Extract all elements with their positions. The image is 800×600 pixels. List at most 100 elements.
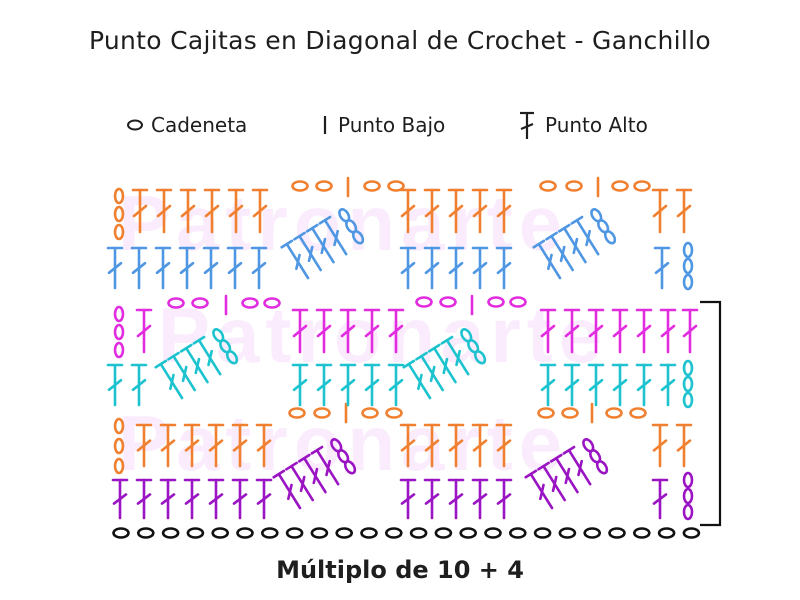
stitch-yarn-over (636, 324, 652, 338)
stitch-yarn-over (184, 439, 200, 452)
double-crochet-stitch (659, 308, 677, 354)
double-crochet-stitch (183, 423, 201, 468)
double-crochet-stitch (447, 246, 465, 290)
double-crochet-stitch (159, 423, 177, 468)
double-crochet-stitch (255, 423, 273, 468)
chain-stitch (409, 527, 428, 539)
chain-stitch (113, 187, 125, 205)
stitch-yarn-over (496, 261, 512, 275)
chain-stitch (241, 297, 259, 309)
chain-stitch (113, 457, 125, 475)
double-crochet-stitch (387, 308, 405, 354)
double-crochet-stitch (135, 478, 153, 520)
stitch-yarn-over (295, 253, 301, 271)
chain-stitch (285, 527, 304, 539)
chain-stitch (608, 527, 626, 539)
chain-stitch (310, 527, 329, 539)
stitch-yarn-over (207, 349, 213, 367)
stitch-yarn-over (564, 324, 580, 338)
stitch-yarn-over (448, 439, 464, 452)
stitch-yarn-over (316, 324, 332, 338)
double-crochet-stitch (291, 308, 309, 354)
stitch-yarn-over (292, 324, 308, 338)
chain-stitch (632, 527, 651, 539)
double-crochet-stitch (231, 478, 249, 520)
stitch-yarn-over (340, 378, 356, 392)
double-crochet-stitch (587, 363, 605, 407)
page-title: Punto Cajitas en Diagonal de Crochet - G… (88, 26, 712, 55)
stitch-yarn-over (400, 204, 416, 218)
chain-stitch (415, 296, 433, 308)
double-crochet-stitch (681, 308, 699, 354)
double-crochet-stitch (255, 478, 273, 520)
stitch-yarn-over (612, 324, 628, 338)
stitch-yarn-over (340, 324, 356, 338)
stitch-yarn-over (194, 357, 201, 375)
stitch-yarn-over (320, 237, 327, 255)
chain-stitch (260, 527, 279, 539)
diagonal-box (402, 328, 487, 400)
chain-stitch (657, 527, 676, 539)
chain-stitch (561, 407, 579, 419)
stitch-yarn-over (496, 439, 512, 452)
double-crochet-stitch (106, 246, 124, 290)
stitch-yarn-over (316, 378, 332, 392)
stitch-yarn-over (203, 261, 219, 275)
stitch-yarn-over (232, 439, 248, 452)
double-crochet-stitch (587, 308, 605, 354)
stitch-yarn-over (448, 493, 464, 505)
chain-stitch (682, 359, 694, 377)
double-crochet-stitch (495, 188, 513, 234)
stitch-yarn-over (299, 475, 306, 493)
stitch-yarn-over (424, 261, 440, 275)
stitch-yarn-over (472, 204, 488, 218)
stitch-yarn-over (496, 493, 512, 505)
stitch-yarn-over (400, 261, 416, 275)
double-crochet-stitch (423, 188, 441, 234)
chain-stitch (186, 527, 205, 539)
stitch-yarn-over (577, 459, 583, 477)
stitch-yarn-over (585, 229, 591, 247)
stitch-yarn-over (612, 378, 628, 392)
double-crochet-stitch (363, 363, 381, 407)
chain-stitch (137, 527, 155, 539)
stitch-yarn-over (388, 324, 404, 338)
diagonal-box (532, 208, 617, 280)
double-crochet-stitch (203, 188, 221, 234)
chain-stitch (565, 180, 583, 192)
stitch-yarn-over (156, 204, 172, 218)
chain-stitch (682, 241, 694, 259)
chain-stitch (590, 208, 603, 223)
stitch-yarn-over (540, 324, 556, 338)
stitch-yarn-over (256, 439, 272, 452)
double-crochet-stitch (651, 478, 669, 520)
legend-label-chain: Cadeneta (151, 113, 248, 137)
chain-stitch (191, 297, 209, 309)
double-crochet-stitch (130, 246, 148, 290)
chain-stitch (313, 407, 331, 419)
double-crochet-stitch (202, 246, 220, 290)
double-crochet-stitch (635, 363, 653, 407)
legend-label-double-crochet: Punto Alto (545, 113, 648, 137)
stitch-yarn-over (132, 204, 148, 218)
stitch-yarn-over (652, 493, 668, 505)
stitch-yarn-over (442, 357, 449, 375)
stitch-yarn-over (208, 439, 224, 452)
stitch-yarn-over (256, 493, 272, 505)
stitch-yarn-over (588, 324, 604, 338)
double-crochet-stitch (539, 363, 557, 407)
single-crochet-bar-icon (323, 116, 327, 134)
chain-stitch (558, 527, 577, 539)
chain-stitch (460, 328, 473, 343)
chain-stitch (315, 180, 333, 192)
diagonal-box (154, 328, 239, 400)
stitch-yarn-over (676, 204, 692, 218)
double-crochet-stitch (179, 188, 197, 234)
chain-stitch (167, 297, 185, 309)
diagonal-box (280, 208, 365, 280)
chain-stitch (361, 407, 379, 419)
double-crochet-stitch (495, 423, 513, 468)
stitch-yarn-over (588, 378, 604, 392)
double-crochet-stitch (471, 246, 489, 290)
double-crochet-stitch (178, 246, 196, 290)
